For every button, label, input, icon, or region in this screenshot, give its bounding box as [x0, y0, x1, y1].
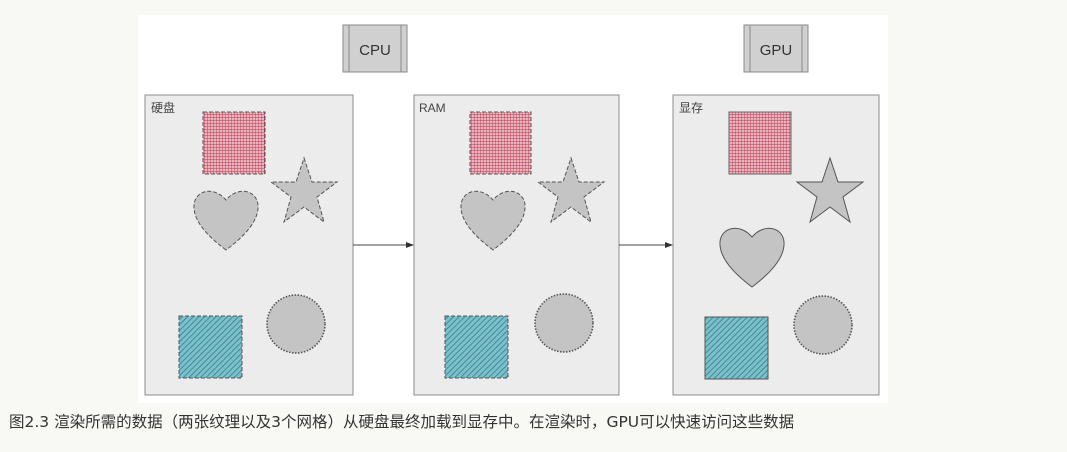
diagram-figure: CPU GPU 硬盘 RAM 显存 — [138, 15, 888, 403]
ram-star-mesh — [536, 156, 606, 224]
disk-panel-label: 硬盘 — [151, 100, 175, 115]
gpu-chip: GPU — [743, 24, 809, 73]
disk-star-mesh — [269, 156, 339, 224]
vram-red-texture — [728, 111, 792, 175]
figure-caption: 图2.3 渲染所需的数据（两张纹理以及3个网格）从硬盘最终加载到显存中。在渲染时… — [9, 413, 795, 431]
disk-red-texture — [202, 111, 266, 175]
disk-teal-texture — [178, 315, 243, 379]
data-flow-diagram: CPU GPU 硬盘 RAM 显存 — [144, 24, 880, 396]
ram-panel-label: RAM — [419, 101, 446, 115]
vram-heart-mesh — [719, 227, 785, 288]
disk-contents — [178, 111, 339, 379]
disk-heart-mesh — [193, 190, 259, 251]
vram-circle-mesh — [793, 295, 853, 355]
cpu-label: CPU — [359, 42, 391, 59]
ram-red-texture — [469, 111, 532, 175]
vram-contents — [704, 111, 865, 380]
ram-circle-mesh — [534, 293, 594, 353]
ram-teal-texture — [444, 315, 509, 379]
disk-circle-mesh — [266, 294, 326, 354]
ram-heart-mesh — [460, 190, 526, 251]
vram-panel-label: 显存 — [679, 101, 703, 115]
gpu-label: GPU — [760, 42, 793, 59]
vram-teal-texture — [704, 316, 769, 380]
ram-contents — [444, 111, 606, 379]
cpu-chip: CPU — [342, 24, 408, 73]
vram-star-mesh — [795, 156, 865, 224]
